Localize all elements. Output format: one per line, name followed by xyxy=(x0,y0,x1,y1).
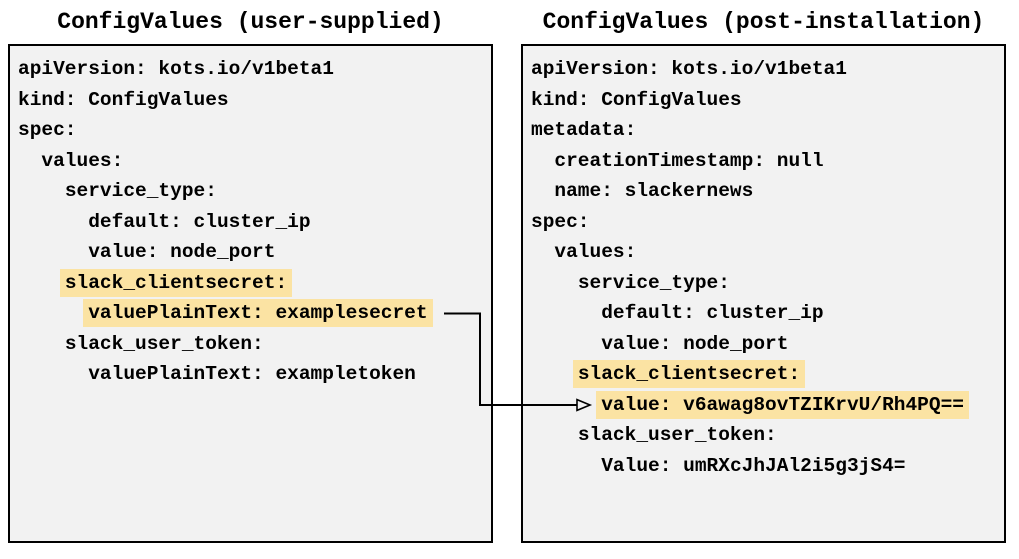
yaml-line-text: value: node_port xyxy=(88,241,276,263)
yaml-line-indent xyxy=(18,302,88,324)
yaml-line-text: spec: xyxy=(18,119,77,141)
yaml-line-indent xyxy=(18,363,88,385)
yaml-line-text: slack_user_token: xyxy=(64,332,264,355)
yaml-line-text: apiVersion: kots.io/v1beta1 xyxy=(18,58,334,80)
yaml-line-text: metadata: xyxy=(531,119,637,141)
yaml-line-indent xyxy=(18,211,88,233)
yaml-line: values: xyxy=(531,237,1004,268)
yaml-line-indent xyxy=(18,180,65,202)
yaml-line-text: apiVersion: kots.io/v1beta1 xyxy=(531,58,847,80)
yaml-line: metadata: xyxy=(531,115,1004,146)
yaml-line-indent xyxy=(531,180,554,202)
yaml-line-indent xyxy=(531,424,578,446)
yaml-line: spec: xyxy=(18,115,491,146)
yaml-line-text: kind: ConfigValues xyxy=(531,88,742,111)
yaml-line-text: default: cluster_ip xyxy=(601,302,824,324)
yaml-line: apiVersion: kots.io/v1beta1 xyxy=(18,54,491,85)
yaml-line: kind: ConfigValues xyxy=(531,85,1004,116)
yaml-line: service_type: xyxy=(18,176,491,207)
yaml-line-indent xyxy=(531,455,601,477)
yaml-line-text: value: node_port xyxy=(601,332,789,355)
yaml-line-text: valuePlainText: exampletoken xyxy=(88,363,416,385)
yaml-line-text: Value: umRXcJhJAl2i5g3jS4= xyxy=(601,454,906,477)
yaml-line-text: slack_clientsecret: xyxy=(59,268,293,297)
yaml-line-indent xyxy=(18,333,65,355)
yaml-line-indent xyxy=(531,333,601,355)
yaml-line-indent xyxy=(18,241,88,263)
panel-title-post-installation: ConfigValues (post-installation) xyxy=(542,9,985,35)
yaml-line: kind: ConfigValues xyxy=(18,85,491,116)
yaml-line-text: value: v6awag8ovTZIKrvU/Rh4PQ== xyxy=(596,390,969,419)
yaml-line-indent xyxy=(531,272,578,294)
yaml-line-indent xyxy=(531,394,601,416)
yaml-line: slack_clientsecret: xyxy=(18,268,491,299)
yaml-line: spec: xyxy=(531,207,1004,238)
config-lines-user-supplied: apiVersion: kots.io/v1beta1 kind: ConfigV… xyxy=(18,54,491,390)
yaml-line-indent xyxy=(18,272,65,294)
yaml-line-text: service_type: xyxy=(64,180,217,202)
yaml-line: slack_user_token: xyxy=(18,329,491,360)
yaml-line-indent xyxy=(531,150,554,172)
yaml-line-text: values: xyxy=(554,241,637,263)
yaml-line-text: creationTimestamp: null xyxy=(554,149,824,172)
config-lines-post-installation: apiVersion: kots.io/v1beta1 kind: ConfigV… xyxy=(531,54,1004,481)
yaml-line: Value: umRXcJhJAl2i5g3jS4= xyxy=(531,451,1004,482)
config-panel-post-installation: apiVersion: kots.io/v1beta1 kind: ConfigV… xyxy=(521,44,1006,543)
yaml-line-text: kind: ConfigValues xyxy=(18,88,229,111)
panel-title-user-supplied: ConfigValues (user-supplied) xyxy=(57,9,444,35)
yaml-line: name: slackernews xyxy=(531,176,1004,207)
yaml-line: values: xyxy=(18,146,491,177)
config-panel-user-supplied: apiVersion: kots.io/v1beta1 kind: ConfigV… xyxy=(8,44,493,543)
yaml-line: default: cluster_ip xyxy=(18,207,491,238)
yaml-line-text: spec: xyxy=(531,210,590,233)
yaml-line: valuePlainText: examplesecret xyxy=(18,298,491,329)
yaml-line: default: cluster_ip xyxy=(531,298,1004,329)
yaml-line: service_type: xyxy=(531,268,1004,299)
yaml-line-text: values: xyxy=(41,149,124,172)
yaml-line: slack_clientsecret: xyxy=(531,359,1004,390)
yaml-line: valuePlainText: exampletoken xyxy=(18,359,491,390)
yaml-line: value: v6awag8ovTZIKrvU/Rh4PQ== xyxy=(531,390,1004,421)
yaml-line: slack_user_token: xyxy=(531,420,1004,451)
yaml-line-text: name: slackernews xyxy=(554,180,754,202)
yaml-line: apiVersion: kots.io/v1beta1 xyxy=(531,54,1004,85)
yaml-line: value: node_port xyxy=(531,329,1004,360)
yaml-line-text: slack_user_token: xyxy=(577,424,777,446)
yaml-line-text: slack_clientsecret: xyxy=(572,360,806,388)
yaml-line-indent xyxy=(531,302,601,324)
yaml-line-indent xyxy=(531,363,578,385)
yaml-line: value: node_port xyxy=(18,237,491,268)
yaml-line-text: valuePlainText: examplesecret xyxy=(83,299,433,327)
yaml-line-indent xyxy=(18,150,41,172)
yaml-line-text: default: cluster_ip xyxy=(88,210,311,233)
yaml-line: creationTimestamp: null xyxy=(531,146,1004,177)
yaml-line-indent xyxy=(531,241,554,263)
yaml-line-text: service_type: xyxy=(577,271,730,294)
